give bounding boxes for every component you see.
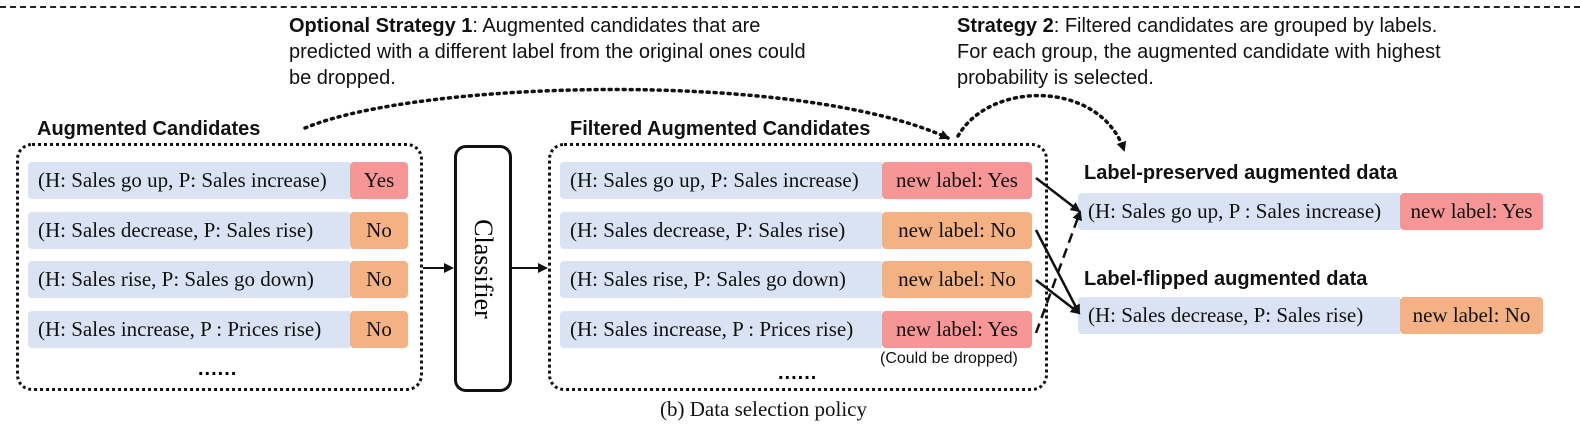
strategy1-note: Optional Strategy 1: Augmented candidate… — [289, 13, 909, 91]
no-to-flipped-arrow-2 — [1035, 279, 1081, 315]
filtered-row: (H: Sales increase, P : Prices rise) new… — [560, 311, 1032, 348]
dropped-dashed-arrow — [1034, 210, 1082, 334]
strategy2-dotted-arrow — [956, 94, 1127, 152]
strategy1-line2: predicted with a different label from th… — [289, 41, 806, 63]
strategy1-line1: : Augmented candidates that are — [472, 15, 761, 37]
pair-text: (H: Sales decrease, P: Sales rise) — [560, 212, 882, 249]
strategy1-heading: Optional Strategy 1 — [289, 15, 473, 37]
filtered-row: (H: Sales rise, P: Sales go down) new la… — [560, 261, 1032, 298]
augmented-row: (H: Sales rise, P: Sales go down) No — [28, 261, 408, 298]
strategy2-note: Strategy 2: Filtered candidates are grou… — [957, 13, 1557, 91]
could-be-dropped-note: (Could be dropped) — [880, 350, 1018, 367]
yes-to-preserved-arrow — [1035, 177, 1081, 213]
label-flipped-title: Label-flipped augmented data — [1084, 268, 1368, 290]
classifier-box: Classifier — [454, 145, 512, 392]
pair-text: (H: Sales go up, P : Sales increase) — [1078, 193, 1400, 230]
ellipsis: ...... — [778, 362, 818, 384]
augmented-candidates-panel — [16, 143, 423, 391]
new-label-badge-yes: new label: Yes — [882, 162, 1032, 199]
strategy1-dotted-arrow — [303, 87, 950, 140]
new-label-badge-no: new label: No — [1400, 297, 1543, 334]
strategy1-line3: be dropped. — [289, 67, 396, 89]
label-preserved-title: Label-preserved augmented data — [1084, 162, 1398, 184]
strategy2-line1: : Filtered candidates are grouped by lab… — [1053, 15, 1438, 37]
pair-text: (H: Sales decrease, P: Sales rise) — [1078, 297, 1400, 334]
augmented-row: (H: Sales increase, P : Prices rise) No — [28, 311, 408, 348]
pair-text: (H: Sales increase, P : Prices rise) — [560, 311, 882, 348]
label-badge-no: No — [350, 261, 408, 298]
filtered-row: (H: Sales decrease, P: Sales rise) new l… — [560, 212, 1032, 249]
filtered-candidates-panel — [548, 143, 1048, 391]
augmented-row: (H: Sales decrease, P: Sales rise) No — [28, 212, 408, 249]
label-flipped-row: (H: Sales decrease, P: Sales rise) new l… — [1078, 297, 1543, 334]
label-badge-yes: Yes — [350, 162, 408, 199]
pair-text: (H: Sales rise, P: Sales go down) — [560, 261, 882, 298]
pair-text: (H: Sales go up, P: Sales increase) — [560, 162, 882, 199]
pair-text: (H: Sales go up, P: Sales increase) — [28, 162, 350, 199]
filtered-candidates-title: Filtered Augmented Candidates — [570, 118, 871, 140]
augmented-candidates-title: Augmented Candidates — [37, 118, 261, 140]
ellipsis: ...... — [198, 358, 238, 380]
label-badge-no: No — [350, 212, 408, 249]
top-dashed-divider — [0, 6, 1580, 8]
new-label-badge-yes: new label: Yes — [1400, 193, 1543, 230]
label-badge-no: No — [350, 311, 408, 348]
new-label-badge-no: new label: No — [882, 261, 1032, 298]
augmented-row: (H: Sales go up, P: Sales increase) Yes — [28, 162, 408, 199]
pair-text: (H: Sales decrease, P: Sales rise) — [28, 212, 350, 249]
pair-text: (H: Sales rise, P: Sales go down) — [28, 261, 350, 298]
strategy2-heading: Strategy 2 — [957, 15, 1054, 37]
pair-text: (H: Sales increase, P : Prices rise) — [28, 311, 350, 348]
filtered-row: (H: Sales go up, P: Sales increase) new … — [560, 162, 1032, 199]
label-preserved-row: (H: Sales go up, P : Sales increase) new… — [1078, 193, 1543, 230]
new-label-badge-no: new label: No — [882, 212, 1032, 249]
strategy2-line2: For each group, the augmented candidate … — [957, 41, 1441, 63]
new-label-badge-yes: new label: Yes — [882, 311, 1032, 348]
figure-caption: (b) Data selection policy — [660, 397, 868, 421]
strategy2-line3: probability is selected. — [957, 67, 1154, 89]
